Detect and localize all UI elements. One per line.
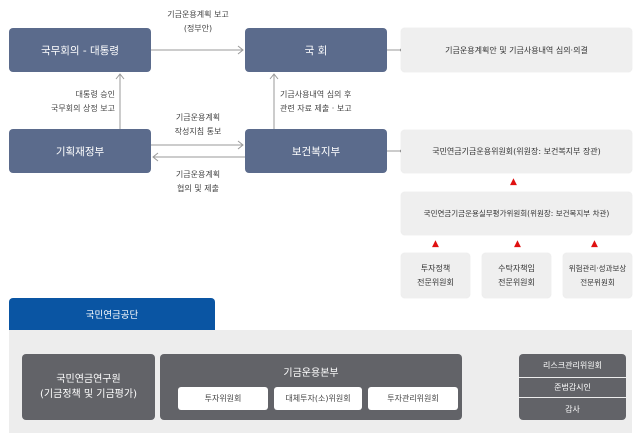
ministry-welfare-box: 보건복지부	[245, 129, 387, 173]
compliance-officer-box: 준법감시인	[519, 378, 626, 397]
risk-committee-box: 리스크관리위원회	[519, 354, 626, 377]
investment-management-committee-box: 투자관리위원회	[368, 387, 458, 410]
ministry-finance-box: 기획재정부	[9, 129, 151, 173]
assembly-role-box: 기금운용계획안 및 기금사용내역 심의·의결	[401, 28, 632, 72]
eval-committee-box: 국민연금기금운용실무평가위원회(위원장: 보건복지부 차관)	[401, 192, 632, 235]
red-arrow-up-icon: ▲	[510, 177, 517, 187]
hq-title: 기금운용본부	[283, 368, 339, 379]
red-arrow-up-icon: ▲	[432, 239, 439, 249]
investment-committee-box: 투자위원회	[178, 387, 268, 410]
audit-box: 감사	[519, 398, 626, 420]
cabinet-president-box: 국무회의 - 대통령	[9, 28, 151, 72]
national-assembly-box: 국 회	[245, 28, 387, 72]
nps-research-institute-box: 국민연금연구원(기금정책 및 기금평가)	[22, 354, 155, 420]
fund-committee-box: 국민연금기금운용위원회(위원장: 보건복지부 장관)	[401, 130, 632, 173]
alternative-investment-committee-box: 대체투자(소)위원회	[274, 387, 362, 410]
red-arrow-up-icon: ▲	[514, 239, 521, 249]
nps-tab: 국민연금공단	[9, 298, 215, 330]
red-arrow-up-icon: ▲	[591, 239, 598, 249]
label-report: 기금운용계획 보고(정부안)	[167, 10, 229, 33]
